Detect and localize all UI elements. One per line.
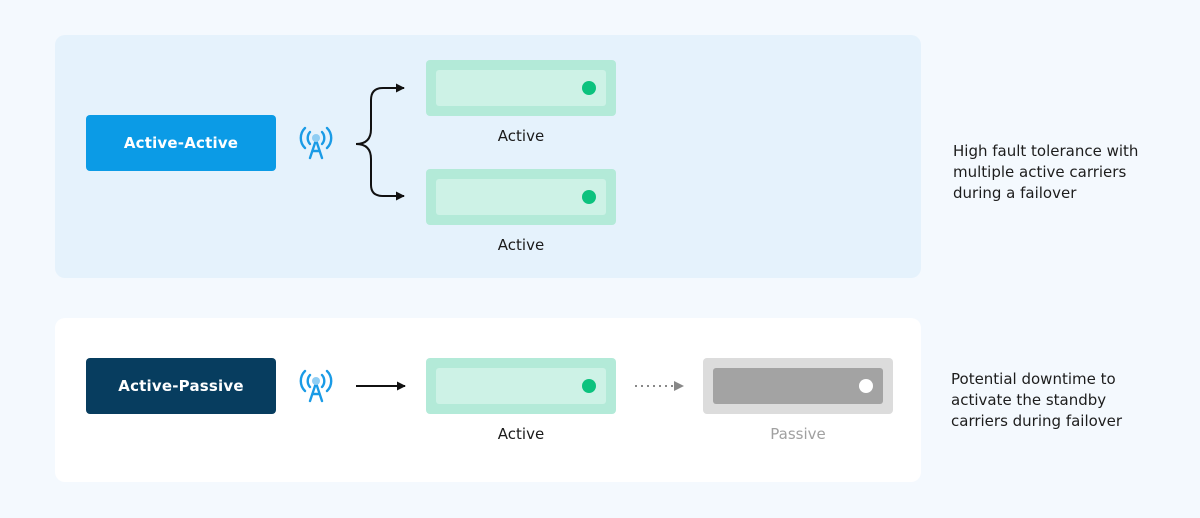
active-passive-description: Potential downtime to activate the stand…: [951, 370, 1123, 430]
status-indicator: [582, 379, 596, 393]
active-carrier-1: [426, 60, 616, 116]
carrier-label: Active: [497, 425, 545, 443]
carrier-slot: [436, 368, 606, 404]
status-indicator: [859, 379, 873, 393]
active-carrier-2: [426, 169, 616, 225]
active-active-description: High fault tolerance with multiple activ…: [953, 142, 1139, 202]
carrier-slot: [436, 70, 606, 106]
carrier-label: Active: [497, 127, 545, 145]
carrier-label: Active: [497, 236, 545, 254]
split-connector: [355, 83, 405, 145]
status-indicator: [582, 190, 596, 204]
carrier-label: Passive: [770, 425, 826, 443]
radio-tower-icon: [299, 126, 333, 160]
carrier-slot: [713, 368, 883, 404]
active-carrier-3: [426, 358, 616, 414]
carrier-slot: [436, 179, 606, 215]
active-passive-mode-label: Active-Passive: [86, 358, 276, 414]
status-indicator: [582, 81, 596, 95]
radio-tower-icon: [299, 369, 333, 403]
passive-carrier: [703, 358, 893, 414]
split-connector: [355, 143, 405, 201]
active-active-mode-label: Active-Active: [86, 115, 276, 171]
